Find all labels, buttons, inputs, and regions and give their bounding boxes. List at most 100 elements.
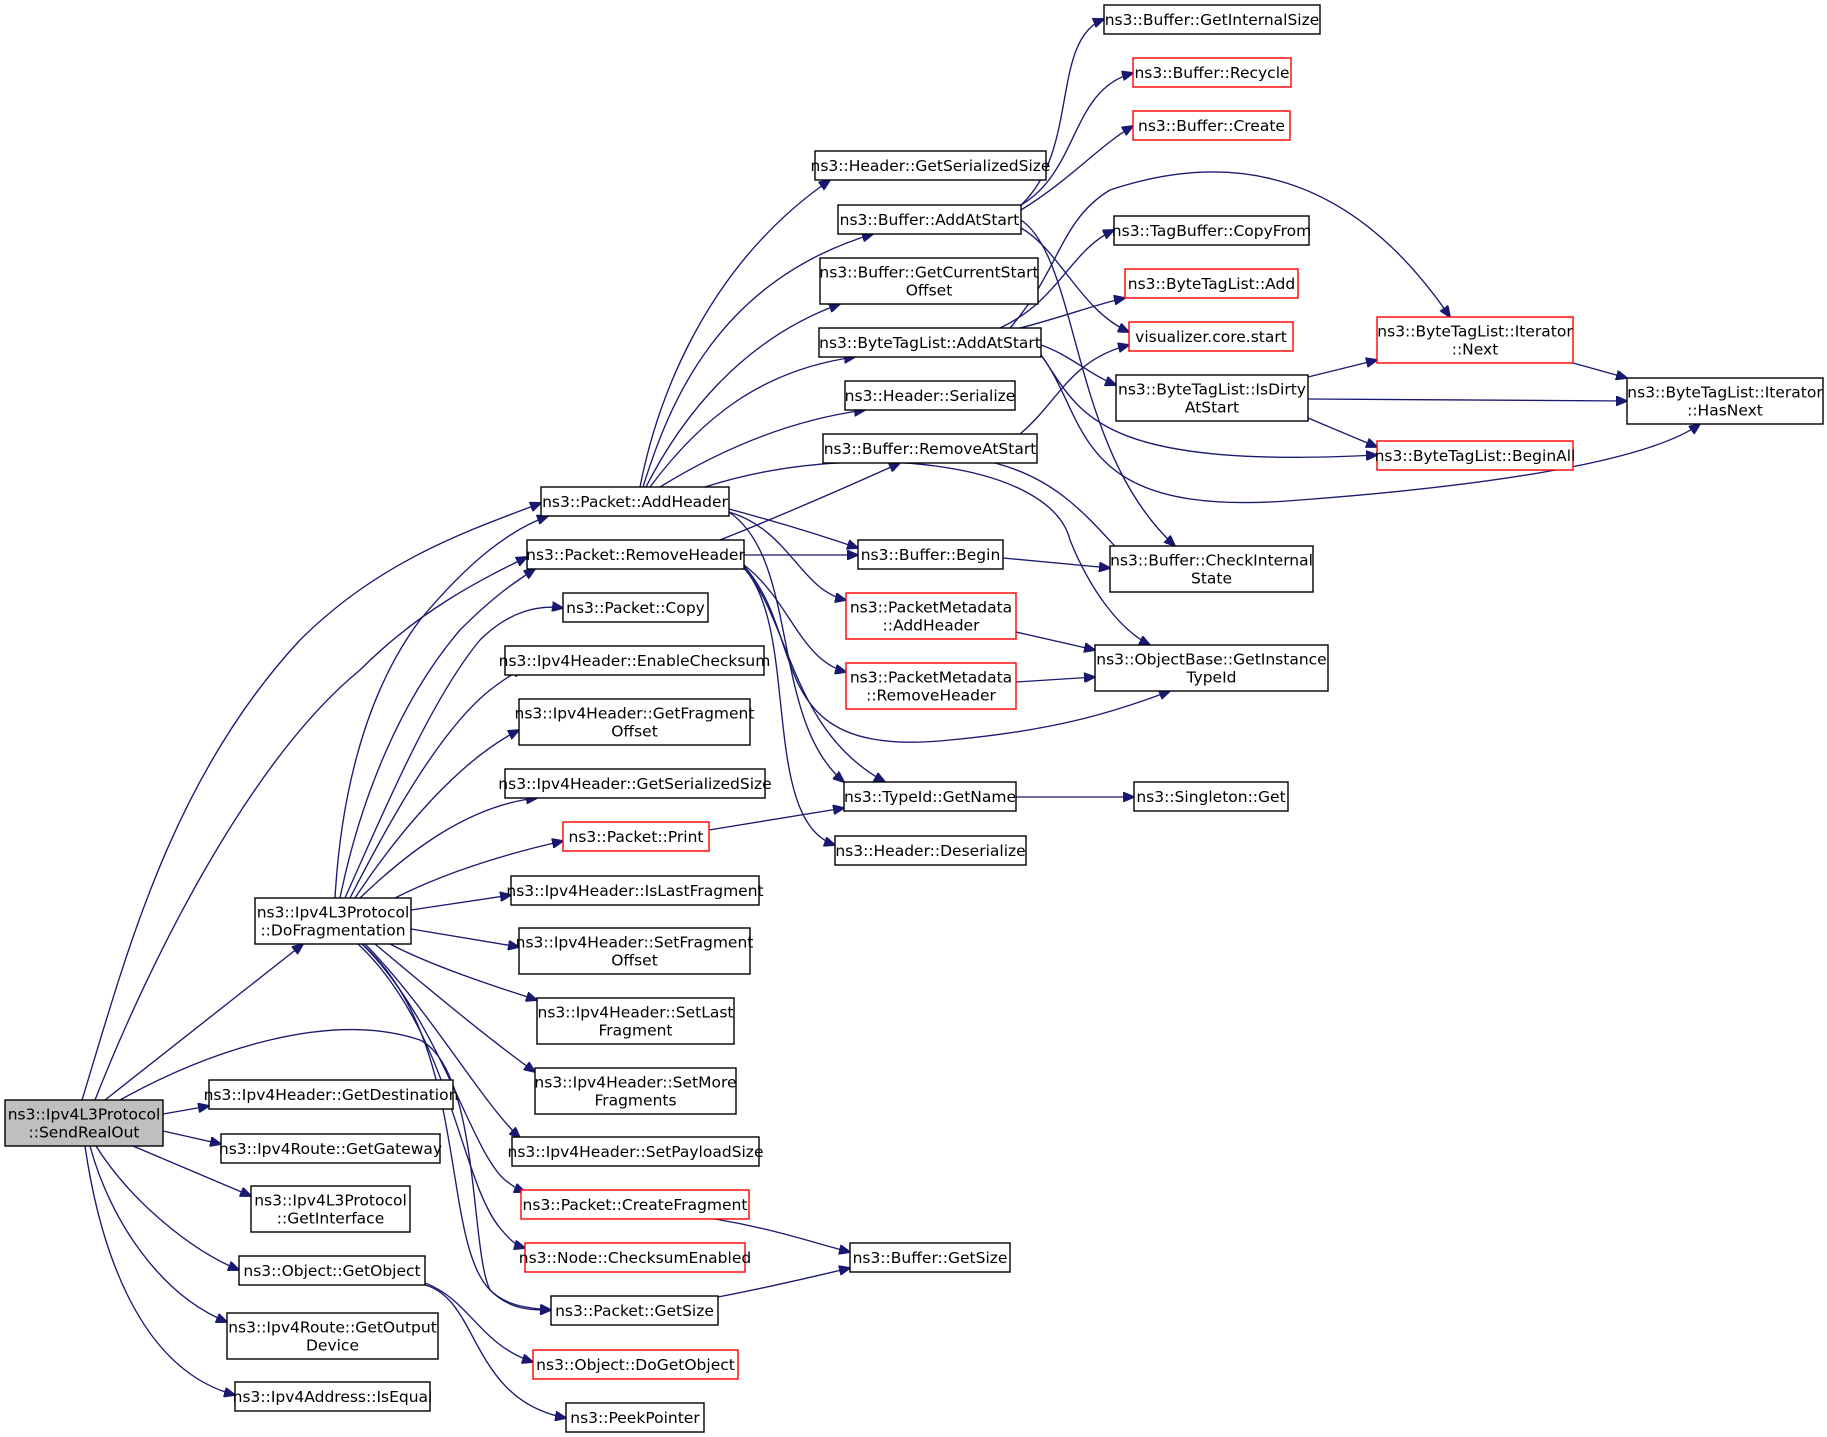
- node-label: ns3::Packet::GetSize: [555, 1302, 714, 1320]
- node-setpayloadsize[interactable]: ns3::Ipv4Header::SetPayloadSize: [508, 1136, 764, 1167]
- edge-removeheader-to-typeidgetname: [743, 567, 885, 782]
- edge-dofragmentation-to-packetprint: [394, 841, 563, 899]
- node-getinternalsize[interactable]: ns3::Buffer::GetInternalSize: [1103, 4, 1321, 35]
- edge-arrow: [642, 234, 873, 488]
- node-packetprint[interactable]: ns3::Packet::Print: [562, 821, 710, 852]
- node-box: [220, 1133, 441, 1164]
- node-packetgetsize[interactable]: ns3::Packet::GetSize: [550, 1295, 719, 1326]
- node-label: ns3::Packet::Copy: [566, 599, 705, 617]
- edge-arrow: [717, 1268, 850, 1298]
- node-metadataremoveheader[interactable]: ns3::PacketMetadata::RemoveHeader: [845, 662, 1017, 710]
- node-box: [857, 539, 1004, 570]
- node-enablechecksum[interactable]: ns3::Ipv4Header::EnableChecksum: [499, 645, 771, 676]
- node-bytetaglistaddatstart[interactable]: ns3::ByteTagList::AddAtStart: [818, 327, 1042, 358]
- edge-arrow: [1009, 171, 1450, 329]
- node-ipv4getserializedsize[interactable]: ns3::Ipv4Header::GetSerializedSize: [498, 768, 772, 799]
- node-box: [536, 997, 735, 1045]
- node-createfragment[interactable]: ns3::Packet::CreateFragment: [520, 1189, 750, 1220]
- node-label: ns3::PeekPointer: [570, 1409, 700, 1427]
- node-singletonget[interactable]: ns3::Singleton::Get: [1133, 781, 1289, 812]
- node-bufferrecycle[interactable]: ns3::Buffer::Recycle: [1132, 57, 1292, 88]
- node-getinterface[interactable]: ns3::Ipv4L3Protocol::GetInterface: [250, 1185, 411, 1233]
- node-buffercreate[interactable]: ns3::Buffer::Create: [1132, 110, 1291, 141]
- node-box: [562, 821, 710, 852]
- node-removeheader[interactable]: ns3::Packet::RemoveHeader: [526, 539, 745, 570]
- node-iteratornext[interactable]: ns3::ByteTagList::Iterator::Next: [1376, 316, 1574, 364]
- edge-arrow: [639, 180, 830, 488]
- node-getdestination[interactable]: ns3::Ipv4Header::GetDestination: [204, 1079, 459, 1110]
- node-box: [834, 835, 1027, 866]
- node-iteratorhasnext[interactable]: ns3::ByteTagList::Iterator::HasNext: [1626, 377, 1824, 425]
- node-visualizerstart[interactable]: visualizer.core.start: [1128, 321, 1294, 352]
- node-typeidgetname[interactable]: ns3::TypeId::GetName: [843, 781, 1017, 812]
- node-label: Fragment: [598, 1022, 672, 1040]
- node-beginall[interactable]: ns3::ByteTagList::BeginAll: [1375, 440, 1576, 471]
- node-label: ns3::ByteTagList::Iterator: [1377, 323, 1573, 341]
- node-dogetobject[interactable]: ns3::Object::DoGetObject: [532, 1349, 739, 1380]
- node-box: [1103, 4, 1321, 35]
- node-metadataaddheader[interactable]: ns3::PacketMetadata::AddHeader: [845, 592, 1017, 640]
- node-label: ns3::Ipv4Header::SetMore: [534, 1074, 736, 1092]
- node-headerdeserialize[interactable]: ns3::Header::Deserialize: [834, 835, 1027, 866]
- node-checksumenabled[interactable]: ns3::Node::ChecksumEnabled: [519, 1242, 751, 1273]
- node-headerserialize[interactable]: ns3::Header::Serialize: [844, 380, 1016, 411]
- edge-removeatstart-to-visualizerstart: [1019, 345, 1129, 435]
- edge-sendrealout-to-dofragmentation: [104, 944, 303, 1101]
- node-getobject[interactable]: ns3::Object::GetObject: [238, 1255, 426, 1286]
- node-label: Offset: [906, 282, 953, 300]
- edge-dofragmentation-to-islastfragment: [410, 895, 511, 911]
- node-packetcopy[interactable]: ns3::Packet::Copy: [562, 592, 709, 623]
- node-tagbuffercopyfrom[interactable]: ns3::TagBuffer::CopyFrom: [1112, 215, 1311, 246]
- node-label: ns3::Header::Serialize: [845, 387, 1016, 405]
- node-getgateway[interactable]: ns3::Ipv4Route::GetGateway: [219, 1133, 442, 1164]
- node-label: ns3::Buffer::Begin: [861, 546, 1001, 564]
- node-label: ns3::Header::GetSerializedSize: [811, 157, 1051, 175]
- node-buffergetsize[interactable]: ns3::Buffer::GetSize: [849, 1242, 1011, 1273]
- node-bufferaddatstart[interactable]: ns3::Buffer::AddAtStart: [837, 204, 1022, 235]
- node-peekpointer[interactable]: ns3::PeekPointer: [565, 1402, 705, 1433]
- node-label: ::SendRealOut: [29, 1124, 140, 1142]
- node-label: visualizer.core.start: [1135, 328, 1287, 346]
- edge-arrow: [95, 1145, 239, 1270]
- edge-arrow: [743, 567, 835, 845]
- node-label: ns3::Buffer::AddAtStart: [840, 211, 1020, 229]
- node-box: [504, 768, 766, 799]
- edge-arrow: [1019, 298, 1125, 329]
- edge-dofragmentation-to-checksumenabled: [357, 943, 525, 1248]
- edge-arrow: [1015, 677, 1095, 682]
- node-isequal[interactable]: ns3::Ipv4Address::IsEqual: [233, 1381, 433, 1412]
- edge-bytetaglistaddatstart-to-bytetaglistadd: [1019, 298, 1125, 329]
- edge-arrow: [1307, 360, 1377, 378]
- node-bytetaglistadd[interactable]: ns3::ByteTagList::Add: [1124, 268, 1299, 299]
- node-addheader[interactable]: ns3::Packet::AddHeader: [540, 486, 730, 517]
- edge-arrow: [410, 895, 511, 911]
- node-box: [518, 698, 751, 746]
- node-box: [819, 257, 1039, 305]
- edge-dofragmentation-to-removeheader: [339, 569, 535, 899]
- node-removeatstart[interactable]: ns3::Buffer::RemoveAtStart: [822, 433, 1038, 464]
- edge-arrow: [1020, 126, 1133, 211]
- node-box: [845, 592, 1017, 640]
- node-label: ns3::Object::GetObject: [243, 1262, 420, 1280]
- node-islastfragment[interactable]: ns3::Ipv4Header::IsLastFragment: [506, 875, 764, 906]
- node-box: [510, 875, 760, 906]
- edge-dofragmentation-to-packetgetsize: [361, 943, 551, 1310]
- node-box: [1376, 440, 1574, 471]
- edge-removeheader-to-metadataremoveheader: [743, 564, 846, 672]
- node-label: ns3::Ipv4Header::GetSerializedSize: [498, 775, 771, 793]
- node-headergetserializedsize[interactable]: ns3::Header::GetSerializedSize: [811, 150, 1051, 181]
- node-label: ns3::Ipv4L3Protocol: [254, 1192, 407, 1210]
- node-dofragmentation[interactable]: ns3::Ipv4L3Protocol::DoFragmentation: [254, 897, 412, 945]
- edge-bufferaddatstart-to-buffercreate: [1020, 126, 1133, 211]
- edge-arrow: [162, 1106, 209, 1115]
- node-bufferbegin[interactable]: ns3::Buffer::Begin: [857, 539, 1004, 570]
